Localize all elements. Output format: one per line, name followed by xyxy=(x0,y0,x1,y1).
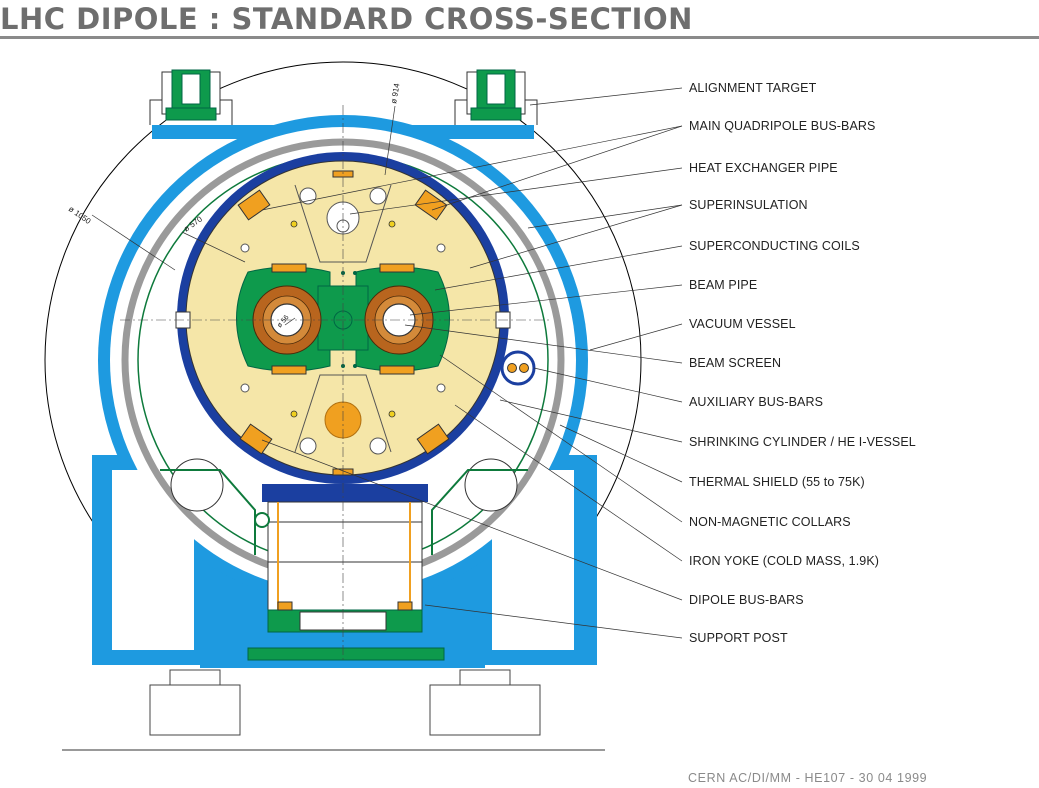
title-rule xyxy=(0,36,1039,39)
label-dipole-bus-bars: DIPOLE BUS-BARS xyxy=(689,593,804,607)
label-heat-exchanger-pipe: HEAT EXCHANGER PIPE xyxy=(689,161,838,175)
label-alignment-target: ALIGNMENT TARGET xyxy=(689,81,817,95)
lower-support-frame xyxy=(160,458,528,555)
label-beam-screen: BEAM SCREEN xyxy=(689,356,782,370)
alignment-target-right xyxy=(454,69,538,125)
document-reference-footer: CERN AC/DI/MM - HE107 - 30 04 1999 xyxy=(688,771,928,785)
dimension-1050: ø 1050 xyxy=(67,204,93,226)
label-vacuum-vessel: VACUUM VESSEL xyxy=(689,317,796,331)
alignment-target-left xyxy=(149,69,233,125)
label-leader-lines xyxy=(261,87,683,639)
label-iron-yoke: IRON YOKE (COLD MASS, 1.9K) xyxy=(689,554,880,568)
label-beam-pipe: BEAM PIPE xyxy=(689,278,758,292)
auxiliary-bus-bars xyxy=(500,350,536,386)
ground-jacks xyxy=(62,669,605,751)
page-title: LHC DIPOLE : STANDARD CROSS-SECTION xyxy=(0,2,693,36)
label-superconducting-coils: SUPERCONDUCTING COILS xyxy=(689,239,860,253)
label-shrinking-cylinder: SHRINKING CYLINDER / HE I-VESSEL xyxy=(689,435,916,449)
label-non-magnetic-collars: NON-MAGNETIC COLLARS xyxy=(689,515,851,529)
dipole-cross-section-diagram: ø 1050 ø 914 ø 570 ø 56 xyxy=(44,61,683,751)
label-auxiliary-bus-bars: AUXILIARY BUS-BARS xyxy=(689,395,824,409)
label-main-quadripole-bus-bars: MAIN QUADRIPOLE BUS-BARS xyxy=(689,119,876,133)
label-superinsulation: SUPERINSULATION xyxy=(689,198,808,212)
label-thermal-shield: THERMAL SHIELD (55 to 75K) xyxy=(689,475,865,489)
dimension-914: ø 914 xyxy=(389,82,402,104)
dimension-lines xyxy=(91,105,396,326)
label-support-post: SUPPORT POST xyxy=(689,631,788,645)
main-quadripole-bus-bars xyxy=(237,189,450,455)
support-post xyxy=(247,484,445,661)
center-lines xyxy=(120,105,550,660)
